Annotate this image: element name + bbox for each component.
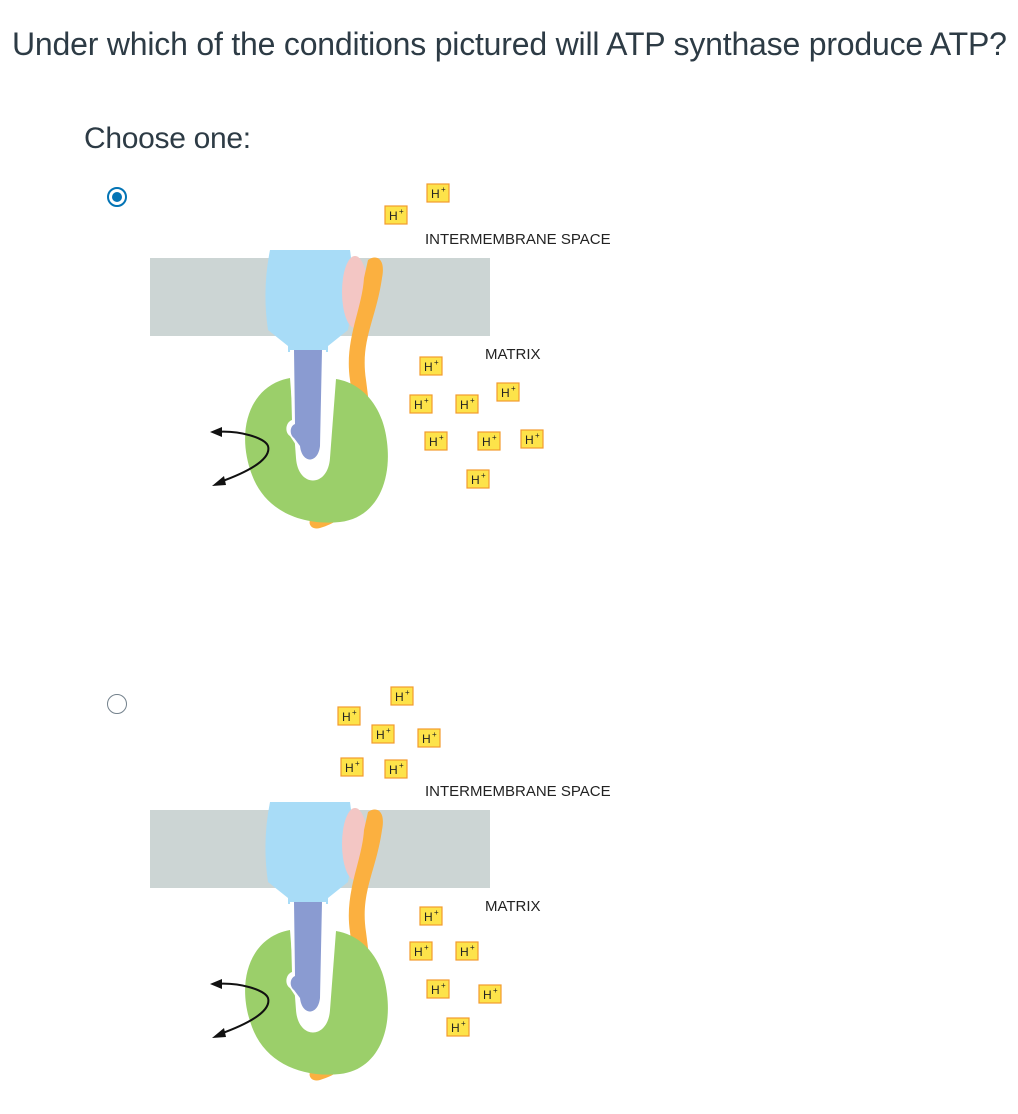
svg-text:+: + bbox=[386, 726, 391, 735]
proton: H+ bbox=[424, 431, 448, 451]
rotation-arrow bbox=[214, 982, 270, 1035]
svg-text:+: + bbox=[424, 396, 429, 405]
proton: H+ bbox=[455, 394, 479, 414]
f1-head bbox=[245, 930, 388, 1075]
svg-text:H: H bbox=[460, 945, 469, 959]
proton: H+ bbox=[426, 979, 450, 999]
svg-text:+: + bbox=[434, 908, 439, 917]
svg-text:+: + bbox=[492, 433, 497, 442]
svg-text:H: H bbox=[471, 473, 480, 487]
proton: H+ bbox=[409, 941, 433, 961]
proton: H+ bbox=[466, 469, 490, 489]
proton: H+ bbox=[478, 984, 502, 1004]
svg-text:+: + bbox=[493, 986, 498, 995]
protons-top-2: H+ H+ H+ H+ H+ H+ bbox=[337, 686, 441, 779]
svg-text:+: + bbox=[511, 384, 516, 393]
protons-bottom-2: H+ H+ H+ H+ H+ H+ bbox=[409, 906, 502, 1037]
proton: H+ bbox=[384, 205, 408, 225]
option-2-diagram[interactable]: INTERMEMBRANE SPACE MATRIX H+ H+ H+ H+ H… bbox=[140, 680, 660, 1100]
svg-text:+: + bbox=[432, 730, 437, 739]
central-rotor bbox=[290, 350, 322, 460]
label-matrix: MATRIX bbox=[485, 898, 541, 915]
svg-text:+: + bbox=[405, 688, 410, 697]
arrow-head-start bbox=[210, 427, 222, 437]
proton: H+ bbox=[455, 941, 479, 961]
svg-text:+: + bbox=[434, 358, 439, 367]
protons-top-1: H+ H+ bbox=[384, 183, 450, 225]
svg-text:+: + bbox=[441, 185, 446, 194]
proton: H+ bbox=[419, 906, 443, 926]
proton: H+ bbox=[426, 183, 450, 203]
arrow-head-start bbox=[210, 979, 222, 989]
question-text: Under which of the conditions pictured w… bbox=[12, 26, 1007, 62]
svg-text:H: H bbox=[482, 435, 491, 449]
svg-text:H: H bbox=[345, 761, 354, 775]
svg-text:+: + bbox=[355, 759, 360, 768]
svg-text:+: + bbox=[470, 943, 475, 952]
svg-text:H: H bbox=[525, 433, 534, 447]
svg-text:+: + bbox=[441, 981, 446, 990]
svg-text:H: H bbox=[483, 988, 492, 1002]
svg-text:H: H bbox=[431, 983, 440, 997]
proton: H+ bbox=[340, 757, 364, 777]
stator-channel bbox=[265, 802, 353, 904]
arrow-head-end bbox=[212, 1028, 226, 1038]
svg-text:+: + bbox=[481, 471, 486, 480]
proton: H+ bbox=[390, 686, 414, 706]
label-matrix: MATRIX bbox=[485, 346, 541, 363]
proton: H+ bbox=[496, 382, 520, 402]
atp-synthase-diagram-1: INTERMEMBRANE SPACE MATRIX H+ H+ H+ H+ H… bbox=[150, 183, 611, 529]
svg-text:+: + bbox=[352, 708, 357, 717]
svg-text:H: H bbox=[342, 710, 351, 724]
svg-text:+: + bbox=[439, 433, 444, 442]
option-2-radio[interactable] bbox=[107, 694, 127, 714]
svg-text:H: H bbox=[460, 398, 469, 412]
svg-text:H: H bbox=[414, 398, 423, 412]
svg-text:H: H bbox=[451, 1021, 460, 1035]
proton: H+ bbox=[419, 356, 443, 376]
option-1-diagram[interactable]: INTERMEMBRANE SPACE MATRIX H+ H+ H+ H+ H… bbox=[140, 170, 660, 590]
label-intermembrane-space: INTERMEMBRANE SPACE bbox=[425, 783, 611, 800]
svg-text:+: + bbox=[424, 943, 429, 952]
f1-head bbox=[245, 378, 388, 523]
svg-text:+: + bbox=[399, 761, 404, 770]
proton: H+ bbox=[384, 759, 408, 779]
option-1-radio[interactable] bbox=[107, 187, 127, 207]
proton: H+ bbox=[337, 706, 361, 726]
proton: H+ bbox=[477, 431, 501, 451]
proton: H+ bbox=[417, 728, 441, 748]
proton: H+ bbox=[446, 1017, 470, 1037]
proton: H+ bbox=[409, 394, 433, 414]
arrow-head-end bbox=[212, 476, 226, 486]
proton: H+ bbox=[371, 724, 395, 744]
svg-text:+: + bbox=[399, 207, 404, 216]
stator-channel bbox=[265, 250, 353, 352]
choose-one-label: Choose one: bbox=[84, 122, 251, 155]
svg-text:H: H bbox=[389, 209, 398, 223]
svg-text:+: + bbox=[535, 431, 540, 440]
svg-text:H: H bbox=[414, 945, 423, 959]
svg-text:+: + bbox=[461, 1019, 466, 1028]
label-intermembrane-space: INTERMEMBRANE SPACE bbox=[425, 231, 611, 248]
svg-text:H: H bbox=[395, 690, 404, 704]
central-rotor bbox=[290, 902, 322, 1012]
svg-text:H: H bbox=[424, 910, 433, 924]
svg-text:H: H bbox=[501, 386, 510, 400]
proton: H+ bbox=[520, 429, 544, 449]
atp-synthase-diagram-2: INTERMEMBRANE SPACE MATRIX H+ H+ H+ H+ H… bbox=[150, 686, 611, 1081]
svg-text:H: H bbox=[424, 360, 433, 374]
svg-text:H: H bbox=[431, 187, 440, 201]
svg-text:H: H bbox=[389, 763, 398, 777]
svg-text:H: H bbox=[422, 732, 431, 746]
rotation-arrow bbox=[214, 430, 270, 483]
svg-text:H: H bbox=[376, 728, 385, 742]
svg-text:+: + bbox=[470, 396, 475, 405]
svg-text:H: H bbox=[429, 435, 438, 449]
protons-bottom-1: H+ H+ H+ H+ H+ H+ H+ H+ bbox=[409, 356, 544, 489]
